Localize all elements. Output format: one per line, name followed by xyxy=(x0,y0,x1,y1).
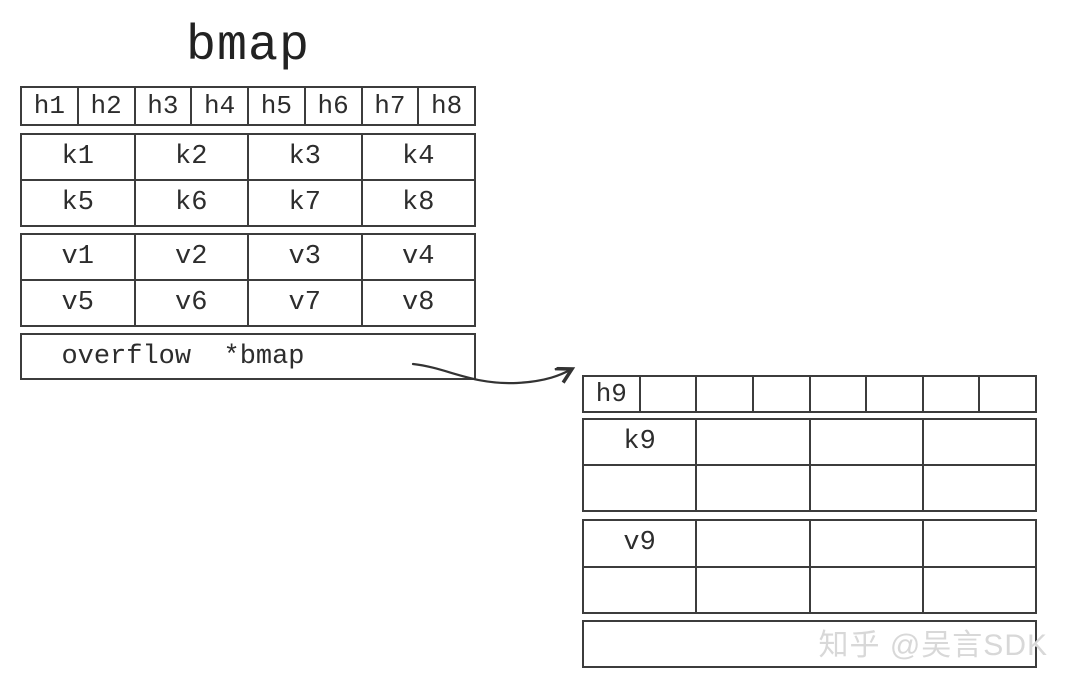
bucket1-key-cell: k8 xyxy=(360,181,475,225)
bucket2-keys-row-2 xyxy=(584,464,1035,510)
bucket2-value-cell xyxy=(921,567,1035,612)
bucket1-value-cell: v3 xyxy=(247,235,361,279)
bucket1-keys-block: k1 k2 k3 k4 k5 k6 k7 k8 xyxy=(20,133,476,227)
bucket1-overflow-label: overflow *bmap xyxy=(61,341,305,372)
bucket1-key-cell: k4 xyxy=(360,135,475,179)
zhihu-watermark: 知乎 @吴言SDK xyxy=(818,629,1048,662)
bucket2-key-cell xyxy=(808,466,922,510)
bucket1-values-row-1: v1 v2 v3 v4 xyxy=(22,235,474,279)
bucket2-keys-block: k9 xyxy=(582,418,1037,512)
bucket2-tophash-row: h9 xyxy=(582,375,1037,413)
bucket1-tophash-cell: h3 xyxy=(133,88,191,124)
bucket2-value-cell: v9 xyxy=(623,528,656,559)
bucket2-values-row-1: v9 xyxy=(584,521,1035,566)
bucket1-keys-row-1: k1 k2 k3 k4 xyxy=(22,135,474,179)
bucket1-tophash-cell: h8 xyxy=(417,88,474,124)
bucket2-tophash-cell: h9 xyxy=(595,379,627,409)
bucket2-overflow-row xyxy=(582,620,1037,668)
bucket2-key-cell xyxy=(584,466,695,510)
bucket1-key-cell: k2 xyxy=(133,135,248,179)
bucket1-value-cell: v2 xyxy=(133,235,248,279)
bucket2-value-cell xyxy=(695,521,808,566)
bucket1-tophash-cell: h6 xyxy=(303,88,361,124)
bucket1-value-cell: v7 xyxy=(247,281,361,325)
bucket2-value-cell xyxy=(584,568,695,613)
bucket1-tophash-cell: h4 xyxy=(190,88,247,124)
bucket2-key-cell xyxy=(695,466,808,510)
diagram-title: bmap xyxy=(185,18,311,75)
bucket2-tophash-cells: h9 xyxy=(584,377,1035,411)
bucket2-key-cell xyxy=(921,466,1035,510)
bucket1-key-cell: k3 xyxy=(247,135,361,179)
bucket2-tophash-cell xyxy=(921,377,979,411)
bucket2-value-cell xyxy=(921,521,1035,566)
bucket1-values-row-2: v5 v6 v7 v8 xyxy=(22,279,474,325)
bucket2-key-cell: k9 xyxy=(623,427,656,457)
bucket2-tophash-cell xyxy=(751,377,809,411)
bucket1-value-cell: v6 xyxy=(133,281,248,325)
bucket1-tophash-row: h1 h2 h3 h4 h5 h6 h7 h8 xyxy=(20,86,476,126)
bucket2-key-cell xyxy=(695,420,808,464)
bucket2-tophash-cell xyxy=(865,377,922,411)
bucket2-tophash-cell xyxy=(695,377,752,411)
bucket1-key-cell: k1 xyxy=(61,142,94,172)
bucket2-key-cell xyxy=(921,420,1035,464)
bucket2-value-cell xyxy=(808,567,922,612)
bucket1-value-cell: v5 xyxy=(61,288,94,318)
bucket1-keys-row-2: k5 k6 k7 k8 xyxy=(22,179,474,225)
bucket1-tophash-cells: h1 h2 h3 h4 h5 h6 h7 h8 xyxy=(22,88,474,124)
bucket1-tophash-cell: h5 xyxy=(247,88,304,124)
bucket2-key-cell xyxy=(808,420,922,464)
bucket1-values-block: v1 v2 v3 v4 v5 v6 v7 v8 xyxy=(20,233,476,327)
bucket1-value-cell: v8 xyxy=(360,281,475,325)
bucket1-tophash-cell: h2 xyxy=(76,88,134,124)
bucket1-overflow-row: overflow *bmap xyxy=(20,333,476,380)
bucket2-values-block: v9 xyxy=(582,519,1037,614)
bucket2-values-row-2 xyxy=(584,565,1035,613)
bucket2-value-cell xyxy=(695,567,808,612)
overflow-pointer-arrow xyxy=(411,362,590,385)
bucket2-tophash-cell xyxy=(638,377,696,411)
bucket1-key-cell: k6 xyxy=(133,181,248,225)
bucket2-keys-row-1: k9 xyxy=(584,420,1035,464)
bucket2-tophash-cell xyxy=(808,377,866,411)
bucket1-value-cell: v1 xyxy=(61,242,94,272)
bucket1-tophash-cell: h7 xyxy=(360,88,418,124)
bucket2-value-cell xyxy=(808,521,922,566)
bucket1-tophash-cell: h1 xyxy=(33,91,65,121)
bucket1-key-cell: k7 xyxy=(247,181,361,225)
bucket2-tophash-cell xyxy=(978,377,1035,411)
bucket1-value-cell: v4 xyxy=(360,235,475,279)
bucket1-key-cell: k5 xyxy=(61,188,94,218)
